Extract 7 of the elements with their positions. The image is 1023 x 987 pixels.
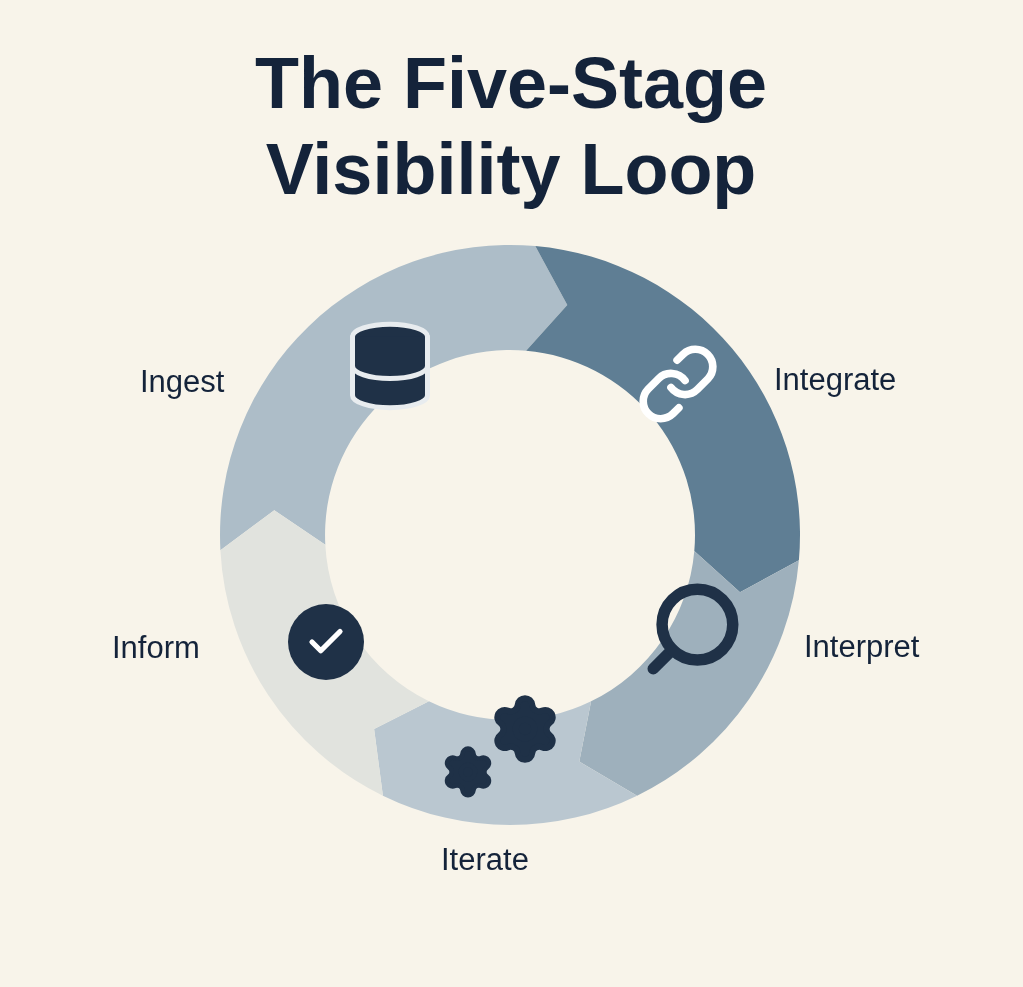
stage-label: Integrate — [774, 361, 897, 399]
stage-label: Ingest — [140, 363, 225, 401]
stage-label: Interpret — [804, 628, 920, 666]
stage-label: Inform — [112, 629, 200, 667]
title: The Five-Stage Visibility Loop — [253, 42, 769, 211]
ring-segment — [579, 551, 799, 796]
stage-label: Iterate — [441, 841, 529, 879]
